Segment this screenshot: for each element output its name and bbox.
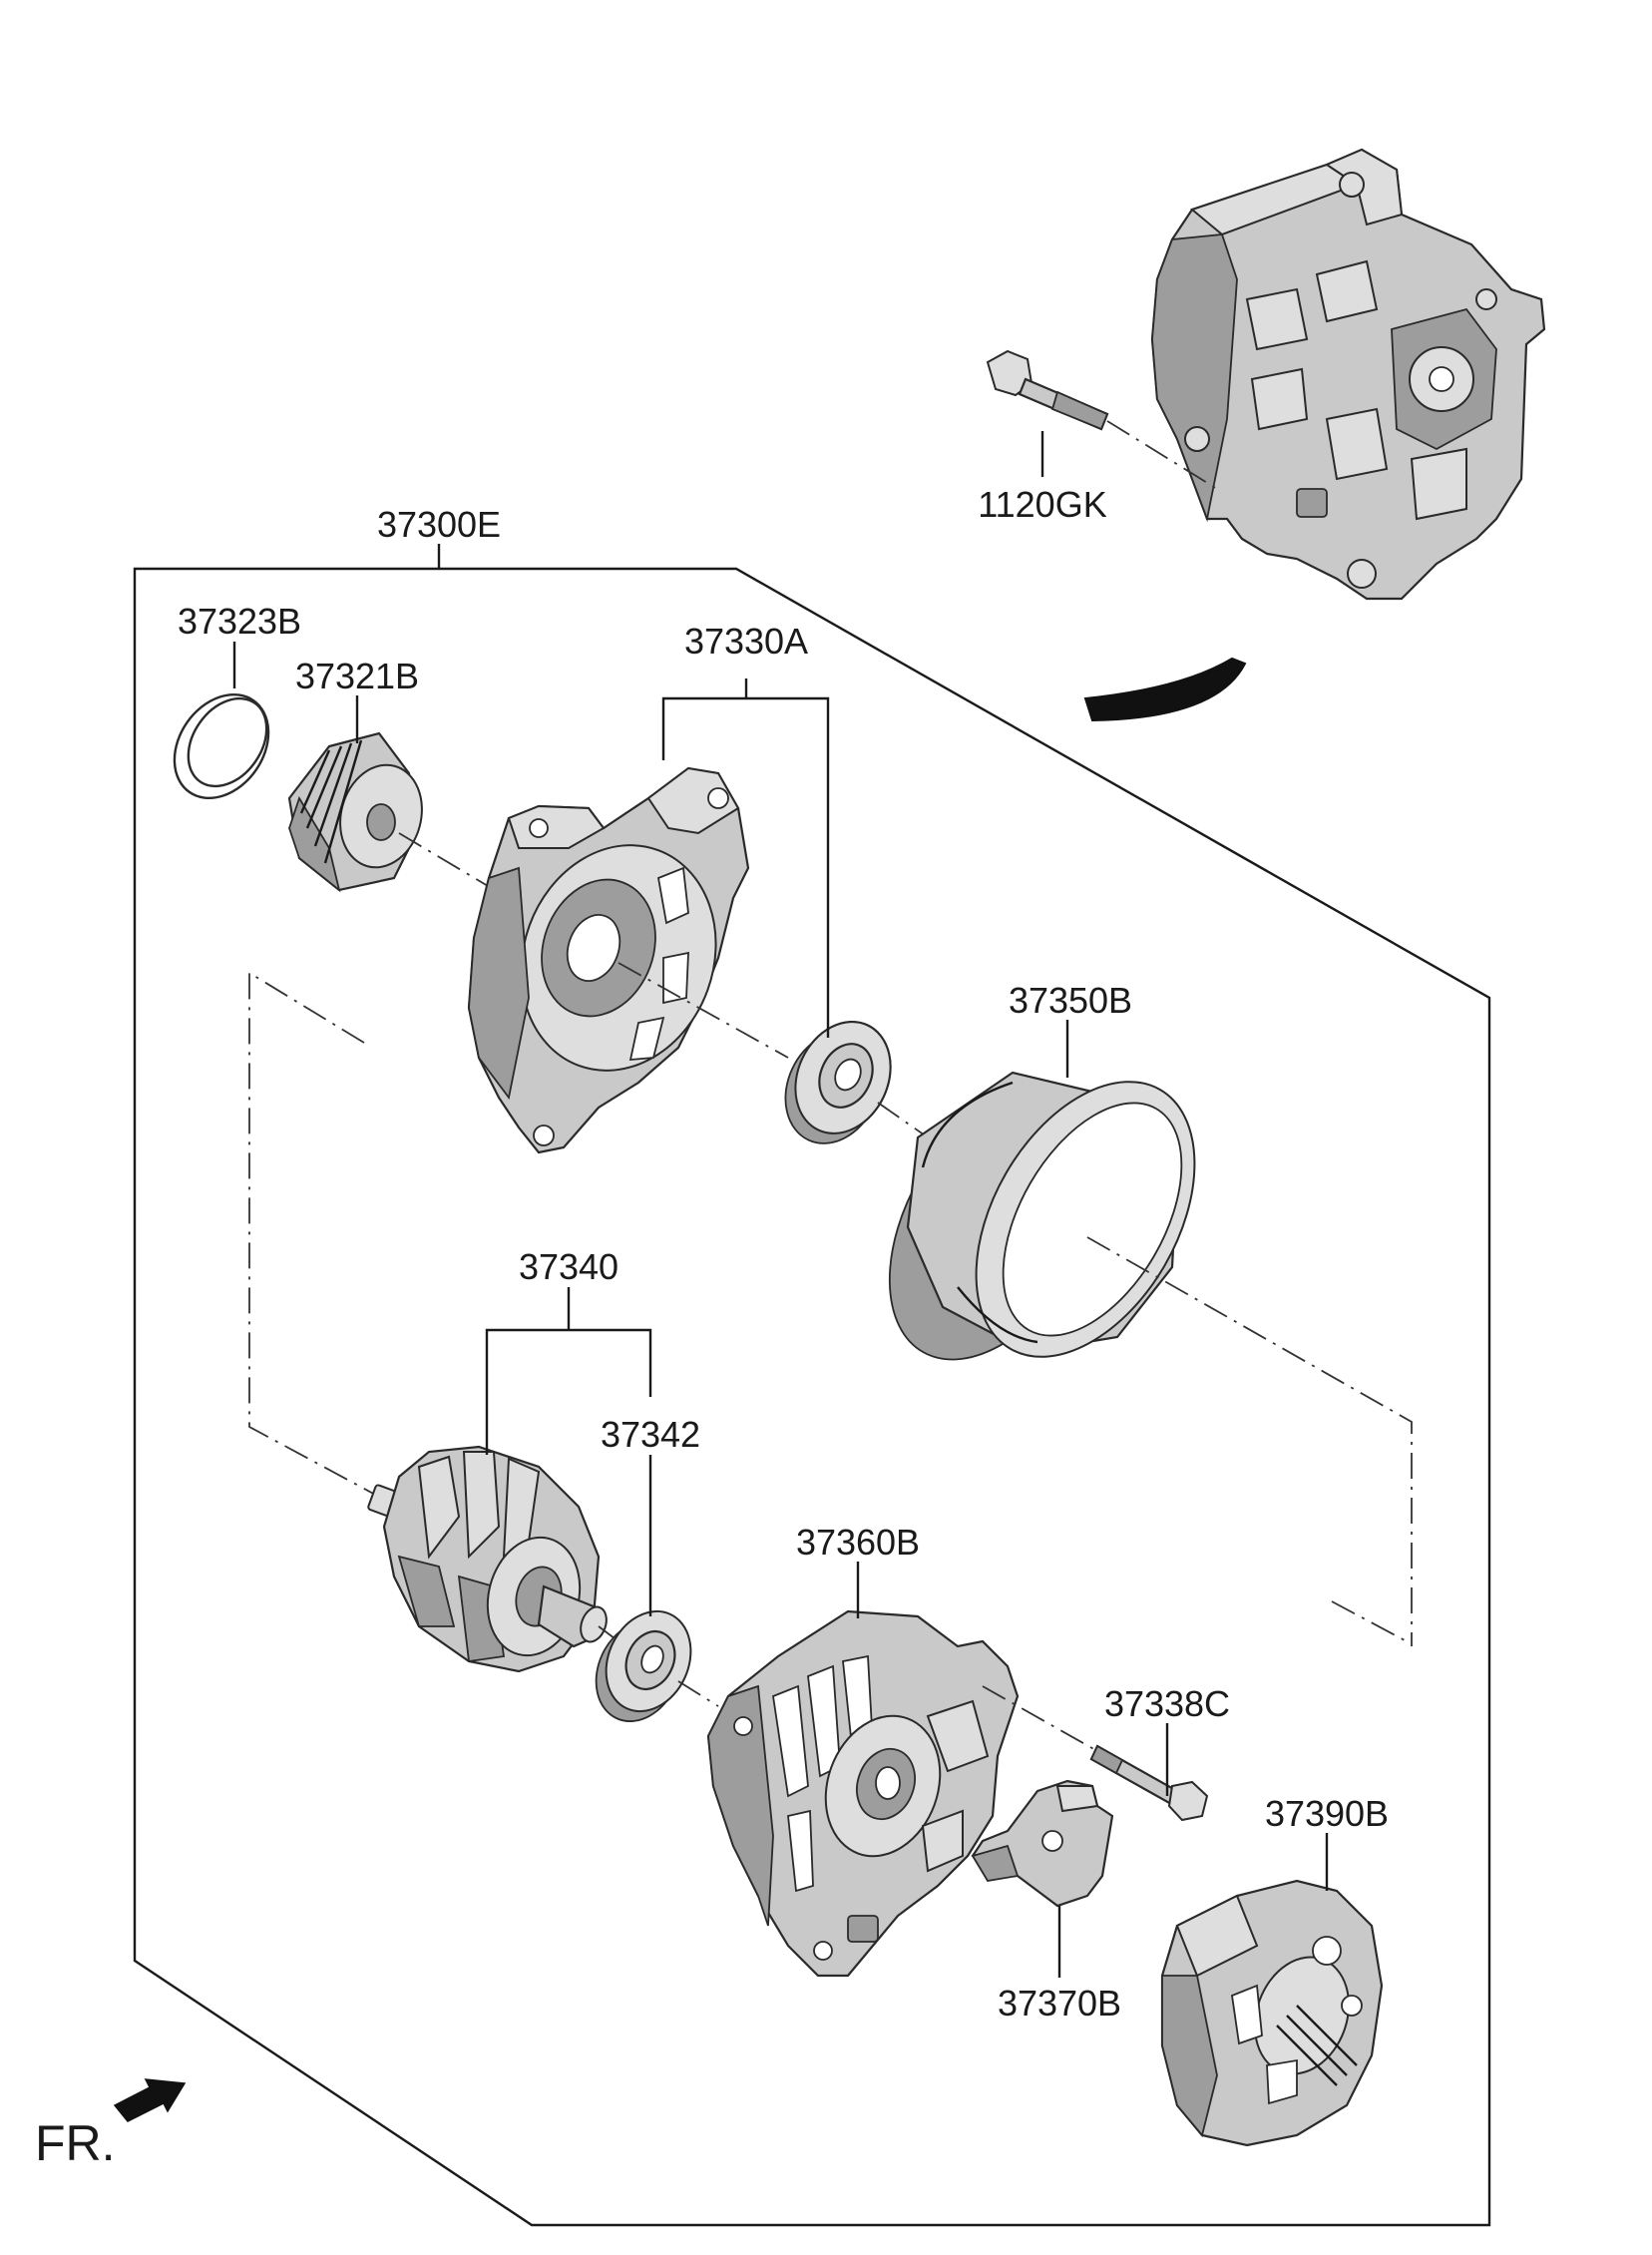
label-1120gk: 1120GK <box>978 484 1106 525</box>
label-37321b: 37321B <box>295 656 419 696</box>
front-bearing-image <box>784 1020 892 1144</box>
curved-pointer-arrow <box>1083 657 1247 722</box>
stator-axis-line <box>1086 1236 1413 1646</box>
label-37350b: 37350B <box>1009 980 1132 1021</box>
rotor-phantom-line <box>248 971 380 1498</box>
bolt-axis-line <box>1106 420 1218 490</box>
bracket-axis-line <box>618 962 789 1059</box>
alternator-assembly-image <box>1150 148 1546 601</box>
through-bolt-37338c-image <box>1089 1744 1209 1822</box>
stator-axis-tail <box>1331 1600 1408 1642</box>
label-37370b: 37370B <box>998 1983 1121 2024</box>
ring-37323b-image <box>173 692 270 800</box>
assembly-boundary <box>133 567 1491 2227</box>
label-37342: 37342 <box>601 1414 700 1455</box>
rear-bracket-axis-line <box>982 1685 1098 1752</box>
pulley-37321b-image <box>287 731 423 893</box>
cover-37390b-image <box>1160 1879 1384 2147</box>
front-direction-arrow-icon <box>113 2078 187 2122</box>
label-37300e: 37300E <box>377 504 501 545</box>
regulator-37370b-image <box>971 1779 1114 1908</box>
front-bearing-axis-line <box>877 1102 929 1138</box>
rear-bearing-axis-line <box>677 1680 719 1707</box>
label-37323b: 37323B <box>178 601 301 642</box>
label-37330a: 37330A <box>684 621 808 662</box>
label-37338c: 37338C <box>1104 1683 1230 1724</box>
label-37360b: 37360B <box>796 1522 920 1563</box>
front-direction-label: FR. <box>35 2115 116 2171</box>
label-37340: 37340 <box>519 1246 619 1287</box>
front-bracket-37330a-image <box>467 766 750 1154</box>
rear-bracket-37360b-image <box>706 1609 1020 1978</box>
bolt-1120gk-image <box>986 349 1109 431</box>
rear-bearing-37342-image <box>595 1609 692 1722</box>
stator-37350b-image <box>888 1071 1196 1361</box>
label-37390b: 37390B <box>1265 1793 1389 1834</box>
rotor-37340-image <box>367 1445 608 1673</box>
